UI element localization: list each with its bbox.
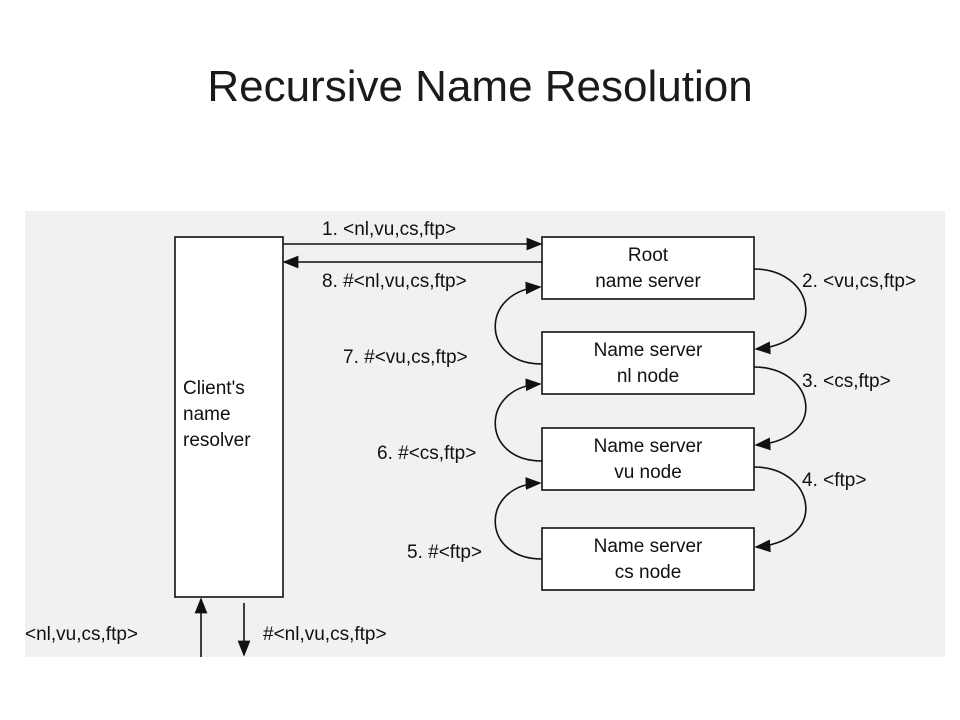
client-label-line3: resolver (183, 430, 251, 451)
cs-server-line2: cs node (615, 562, 682, 583)
label-step-5: 5. #<ftp> (407, 542, 482, 563)
client-label-line1: Client's (183, 378, 245, 399)
vu-server-line1: Name server (594, 436, 703, 457)
label-step-4: 4. <ftp> (802, 470, 866, 491)
cs-server-box: Name server cs node (541, 527, 755, 591)
vu-server-line2: vu node (614, 462, 682, 483)
root-server-line2: name server (595, 271, 701, 292)
client-label-line2: name (183, 404, 231, 425)
arrow-step-5 (494, 477, 543, 560)
vu-server-box: Name server vu node (541, 427, 755, 491)
nl-server-box: Name server nl node (541, 331, 755, 395)
root-server-line1: Root (628, 245, 669, 266)
arrow-step-6 (494, 378, 543, 462)
label-step-3: 3. <cs,ftp> (802, 371, 891, 392)
label-output: #<nl,vu,cs,ftp> (263, 624, 387, 645)
label-step-1: 1. <nl,vu,cs,ftp> (322, 219, 456, 240)
label-step-2: 2. <vu,cs,ftp> (802, 271, 916, 292)
arrow-step-2 (753, 268, 807, 355)
slide-title: Recursive Name Resolution (207, 62, 753, 111)
root-server-box: Root name server (541, 236, 755, 300)
arrow-step-3 (753, 366, 807, 451)
arrow-step-7 (494, 281, 543, 365)
nl-server-line2: nl node (617, 366, 679, 387)
label-input: <nl,vu,cs,ftp> (25, 624, 138, 645)
label-step-6: 6. #<cs,ftp> (377, 443, 476, 464)
cs-server-line1: Name server (594, 536, 703, 557)
label-step-7: 7. #<vu,cs,ftp> (343, 347, 468, 368)
diagram-svg: Client's name resolver Root name server … (25, 219, 916, 657)
nl-server-line1: Name server (594, 340, 703, 361)
diagram-figure: Client's name resolver Root name server … (25, 211, 945, 657)
arrow-step-4 (753, 466, 807, 553)
client-resolver-box: Client's name resolver (174, 236, 284, 598)
label-step-8: 8. #<nl,vu,cs,ftp> (322, 271, 467, 292)
